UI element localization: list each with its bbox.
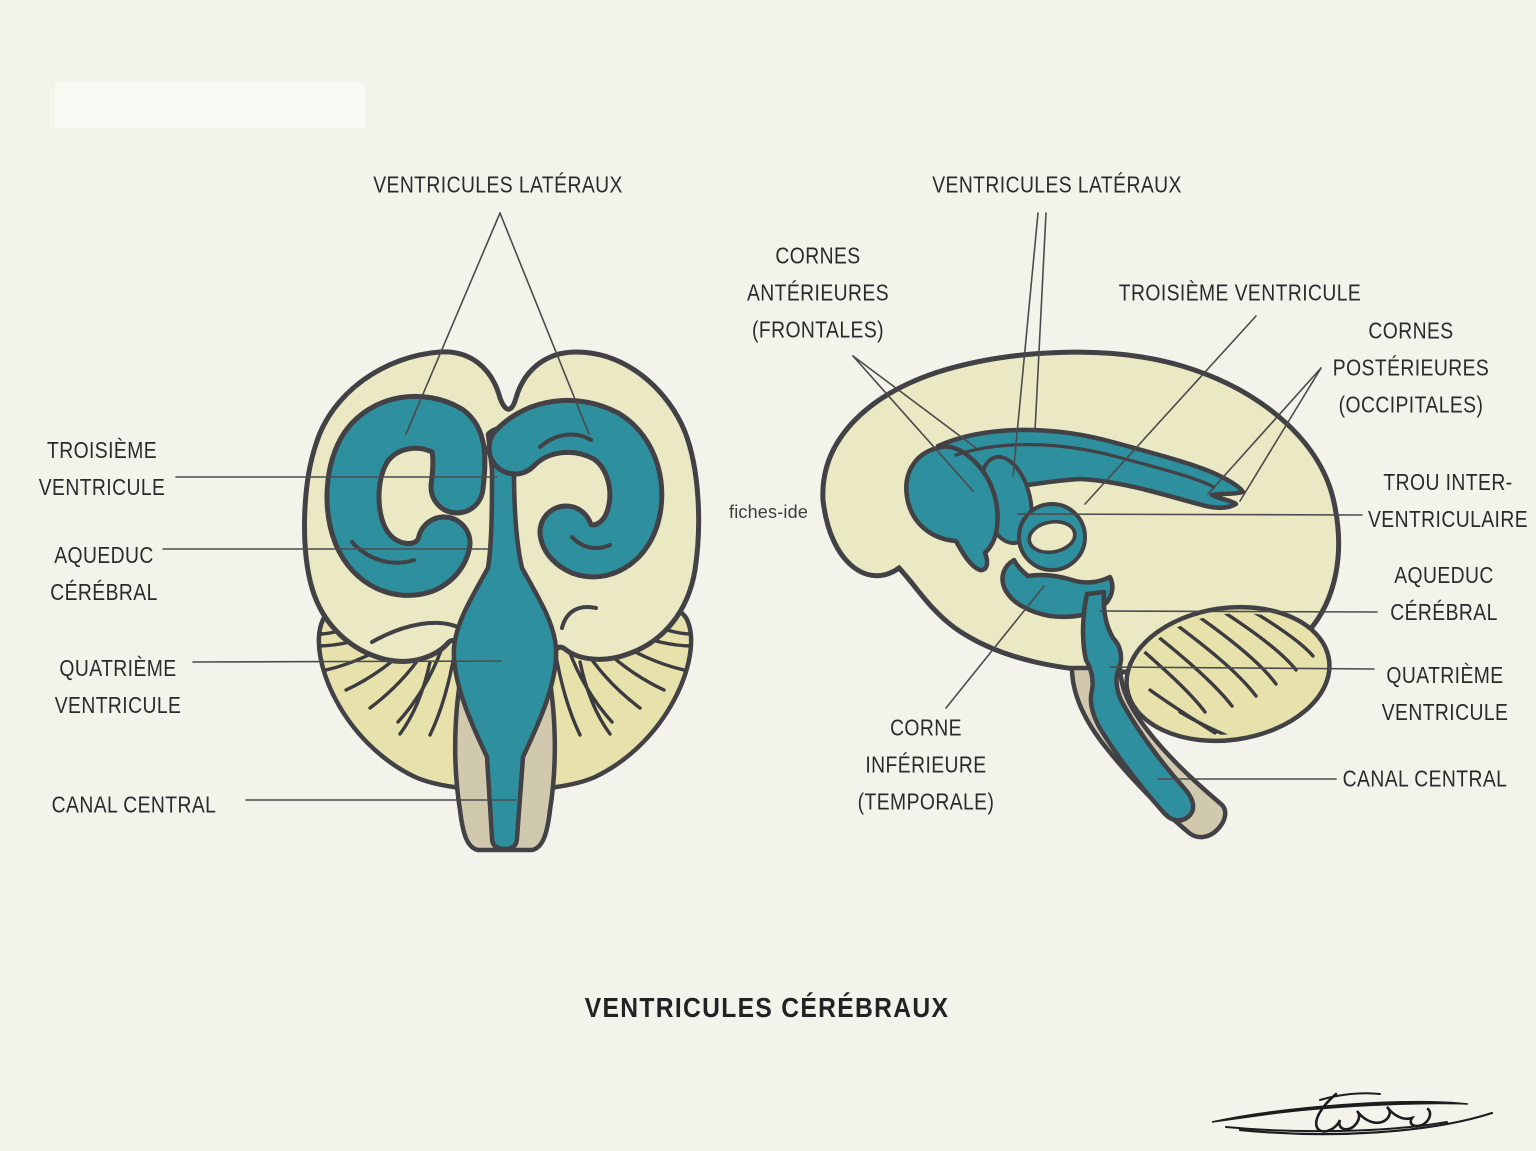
label-quatrieme-ventricule-sagittal: QUATRIÈME VENTRICULE	[1381, 662, 1509, 725]
label-corne-inferieure-sagittal: CORNE INFÉRIEURE (TEMPORALE)	[857, 714, 995, 815]
watermark-text: fiches-ide	[729, 502, 809, 522]
label-canal-central-coronal: CANAL CENTRAL	[51, 791, 217, 818]
pointer-lines	[162, 212, 1378, 801]
label-trou-interventriculaire-sagittal: TROU INTER- VENTRICULAIRE	[1367, 469, 1529, 532]
coronal-third-fourth-ventricle-canal	[451, 425, 559, 852]
page-title: VENTRICULES CÉRÉBRAUX	[584, 992, 950, 1023]
label-troisieme-ventricule-sagittal: TROISIÈME VENTRICULE	[1118, 279, 1362, 306]
label-aqueduc-cerebral-sagittal: AQUEDUC CÉRÉBRAL	[1390, 562, 1498, 625]
coronal-ventricle-hook-lines	[350, 432, 612, 565]
label-quatrieme-ventricule-coronal: QUATRIÈME VENTRICULE	[54, 655, 182, 718]
signature-scribble	[1211, 1092, 1494, 1136]
coronal-lateral-ventricles	[324, 393, 665, 598]
sagittal-anterior-horn	[904, 444, 1000, 573]
label-ventricules-lateraux-sagittal: VENTRICULES LATÉRAUX	[932, 171, 1182, 198]
label-ventricules-lateraux-coronal: VENTRICULES LATÉRAUX	[373, 171, 623, 198]
label-cornes-anterieures-sagittal: CORNES ANTÉRIEURES (FRONTALES)	[746, 242, 890, 343]
coronal-brain	[302, 349, 702, 853]
label-aqueduc-cerebral-coronal: AQUEDUC CÉRÉBRAL	[50, 542, 158, 605]
label-troisieme-ventricule-coronal: TROISIÈME VENTRICULE	[38, 437, 166, 500]
sagittal-corpus-callosum-line	[954, 443, 1216, 489]
sagittal-aqueduct-fourth-ventricle-canal	[1080, 589, 1196, 823]
paper-highlight-patch	[55, 82, 365, 128]
sagittal-brain	[820, 349, 1342, 840]
coronal-cortex-detail-lines	[370, 605, 598, 644]
sagittal-cerebrum	[820, 349, 1342, 677]
sagittal-interthalamic-adhesion	[1027, 519, 1077, 555]
label-canal-central-sagittal: CANAL CENTRAL	[1342, 765, 1508, 792]
label-cornes-posterieures-sagittal: CORNES POSTÉRIEURES (OCCIPITALES)	[1332, 317, 1490, 418]
